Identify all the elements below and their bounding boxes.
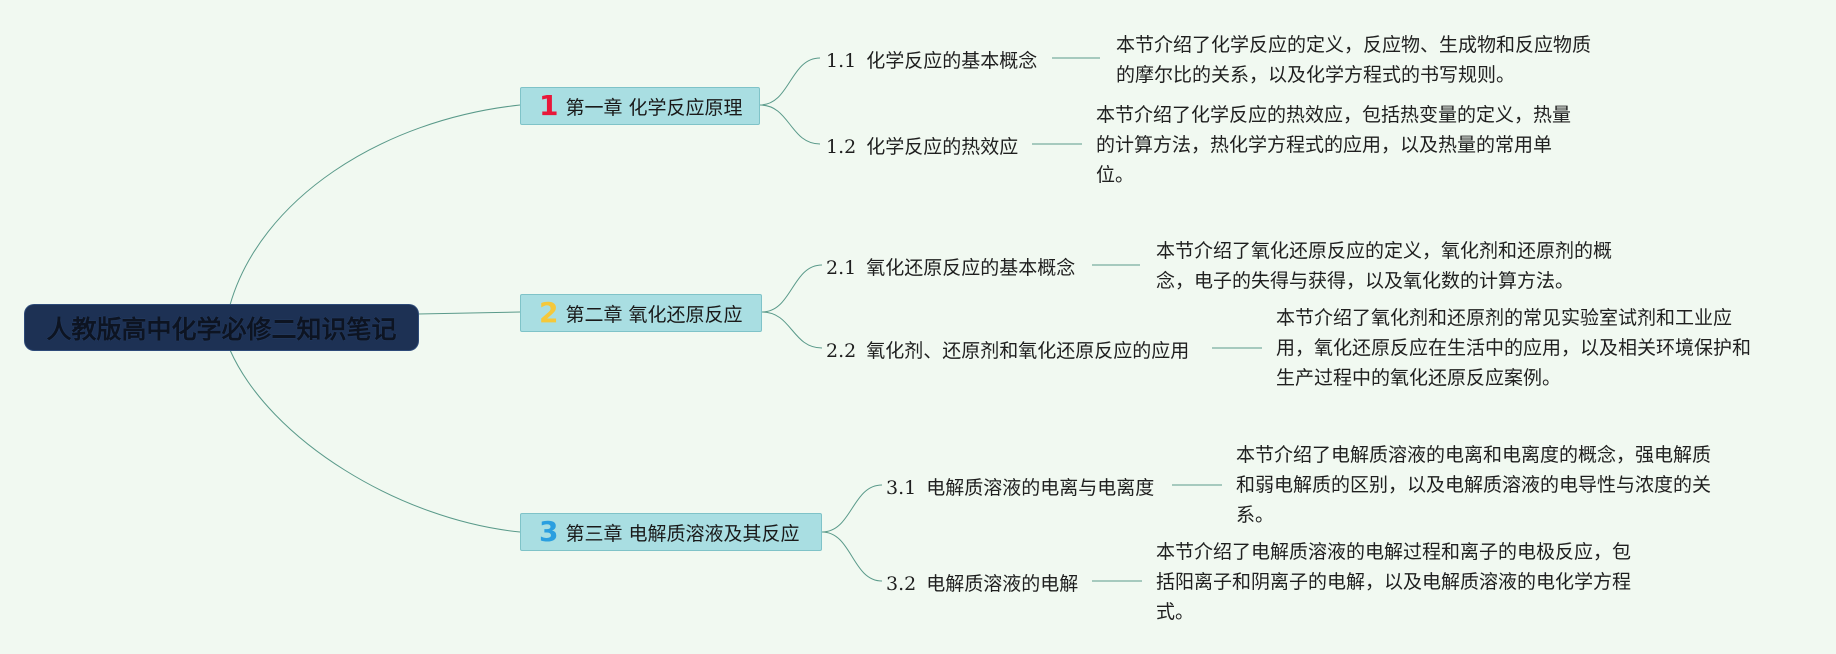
- chapter-title: 第二章 氧化还原反应: [565, 303, 743, 326]
- connector-ch1-s11: [759, 57, 821, 106]
- section-desc-1-1: 本节介绍了化学反应的定义，反应物、生成物和反应物质 的摩尔比的关系，以及化学方程…: [1116, 30, 1591, 90]
- section-title: 氧化剂、还原剂和氧化还原反应的应用: [866, 340, 1190, 362]
- desc-line: 位。: [1096, 164, 1135, 186]
- section-number: 1.2: [826, 136, 857, 158]
- section-node-2-2[interactable]: 2.2 氧化剂、还原剂和氧化还原反应的应用: [826, 336, 1189, 363]
- section-title: 化学反应的基本概念: [866, 50, 1038, 72]
- section-title: 电解质溶液的电解: [926, 573, 1079, 595]
- desc-line: 本节介绍了化学反应的热效应，包括热变量的定义，热量: [1096, 104, 1572, 126]
- chapter-number-badge: 3: [539, 515, 559, 548]
- section-node-2-1[interactable]: 2.1 氧化还原反应的基本概念: [826, 253, 1075, 280]
- connector-ch2-s22: [761, 311, 823, 349]
- chapter-title: 第一章 化学反应原理: [565, 96, 743, 119]
- connector-root-ch2: [417, 311, 521, 315]
- section-desc-3-1: 本节介绍了电解质溶液的电离和电离度的概念，强电解质 和弱电解质的区别，以及电解质…: [1236, 440, 1711, 530]
- desc-line: 生产过程中的氧化还原反应案例。: [1276, 367, 1562, 389]
- section-desc-1-2: 本节介绍了化学反应的热效应，包括热变量的定义，热量 的计算方法，热化学方程式的应…: [1096, 100, 1571, 190]
- connector-root-ch1: [229, 104, 521, 306]
- chapter-node-3[interactable]: 3 第三章 电解质溶液及其反应: [520, 513, 822, 551]
- desc-line: 的摩尔比的关系，以及化学方程式的书写规则。: [1116, 64, 1516, 86]
- connector-ch1-s12: [759, 104, 821, 145]
- desc-line: 本节介绍了氧化剂和还原剂的常见实验室试剂和工业应: [1276, 307, 1733, 329]
- section-desc-2-2: 本节介绍了氧化剂和还原剂的常见实验室试剂和工业应 用，氧化还原反应在生活中的应用…: [1276, 303, 1751, 393]
- desc-line: 本节介绍了电解质溶液的电解过程和离子的电极反应，包: [1156, 541, 1632, 563]
- chapter-number-badge: 2: [539, 296, 559, 329]
- desc-line: 本节介绍了氧化还原反应的定义，氧化剂和还原剂的概: [1156, 240, 1613, 262]
- connector-ch3-s32: [821, 531, 883, 582]
- desc-line: 本节介绍了电解质溶液的电离和电离度的概念，强电解质: [1236, 444, 1712, 466]
- root-node[interactable]: 人教版高中化学必修二知识笔记: [25, 305, 418, 350]
- section-number: 1.1: [826, 50, 857, 72]
- section-number: 2.2: [826, 340, 857, 362]
- chapter-number-badge: 1: [539, 89, 559, 122]
- desc-line: 本节介绍了化学反应的定义，反应物、生成物和反应物质: [1116, 34, 1592, 56]
- desc-line: 括阳离子和阴离子的电解，以及电解质溶液的电化学方程: [1156, 571, 1632, 593]
- chapter-node-2[interactable]: 2 第二章 氧化还原反应: [520, 294, 762, 332]
- root-title: 人教版高中化学必修二知识笔记: [46, 314, 397, 344]
- section-number: 3.1: [886, 477, 917, 499]
- connector-ch2-s21: [761, 264, 823, 313]
- desc-line: 系。: [1236, 504, 1275, 526]
- chapter-title: 第三章 电解质溶液及其反应: [565, 522, 800, 545]
- section-node-3-2[interactable]: 3.2 电解质溶液的电解: [886, 569, 1078, 596]
- section-desc-2-1: 本节介绍了氧化还原反应的定义，氧化剂和还原剂的概 念，电子的失得与获得，以及氧化…: [1156, 236, 1612, 296]
- desc-line: 式。: [1156, 601, 1195, 623]
- desc-line: 念，电子的失得与获得，以及氧化数的计算方法。: [1156, 270, 1575, 292]
- section-number: 3.2: [886, 573, 917, 595]
- desc-line: 和弱电解质的区别，以及电解质溶液的电导性与浓度的关: [1236, 474, 1712, 496]
- chapter-node-1[interactable]: 1 第一章 化学反应原理: [520, 87, 760, 125]
- section-desc-3-2: 本节介绍了电解质溶液的电解过程和离子的电极反应，包 括阳离子和阴离子的电解，以及…: [1156, 537, 1631, 627]
- section-node-1-2[interactable]: 1.2 化学反应的热效应: [826, 132, 1018, 159]
- section-number: 2.1: [826, 257, 857, 279]
- connector-root-ch3: [229, 349, 521, 533]
- desc-line: 的计算方法，热化学方程式的应用，以及热量的常用单: [1096, 134, 1553, 156]
- section-title: 化学反应的热效应: [866, 136, 1019, 158]
- connector-ch3-s31: [821, 484, 883, 533]
- section-title: 氧化还原反应的基本概念: [866, 257, 1076, 279]
- section-node-3-1[interactable]: 3.1 电解质溶液的电离与电离度: [886, 473, 1154, 500]
- section-node-1-1[interactable]: 1.1 化学反应的基本概念: [826, 46, 1037, 73]
- desc-line: 用，氧化还原反应在生活中的应用，以及相关环境保护和: [1276, 337, 1752, 359]
- section-title: 电解质溶液的电离与电离度: [926, 477, 1155, 499]
